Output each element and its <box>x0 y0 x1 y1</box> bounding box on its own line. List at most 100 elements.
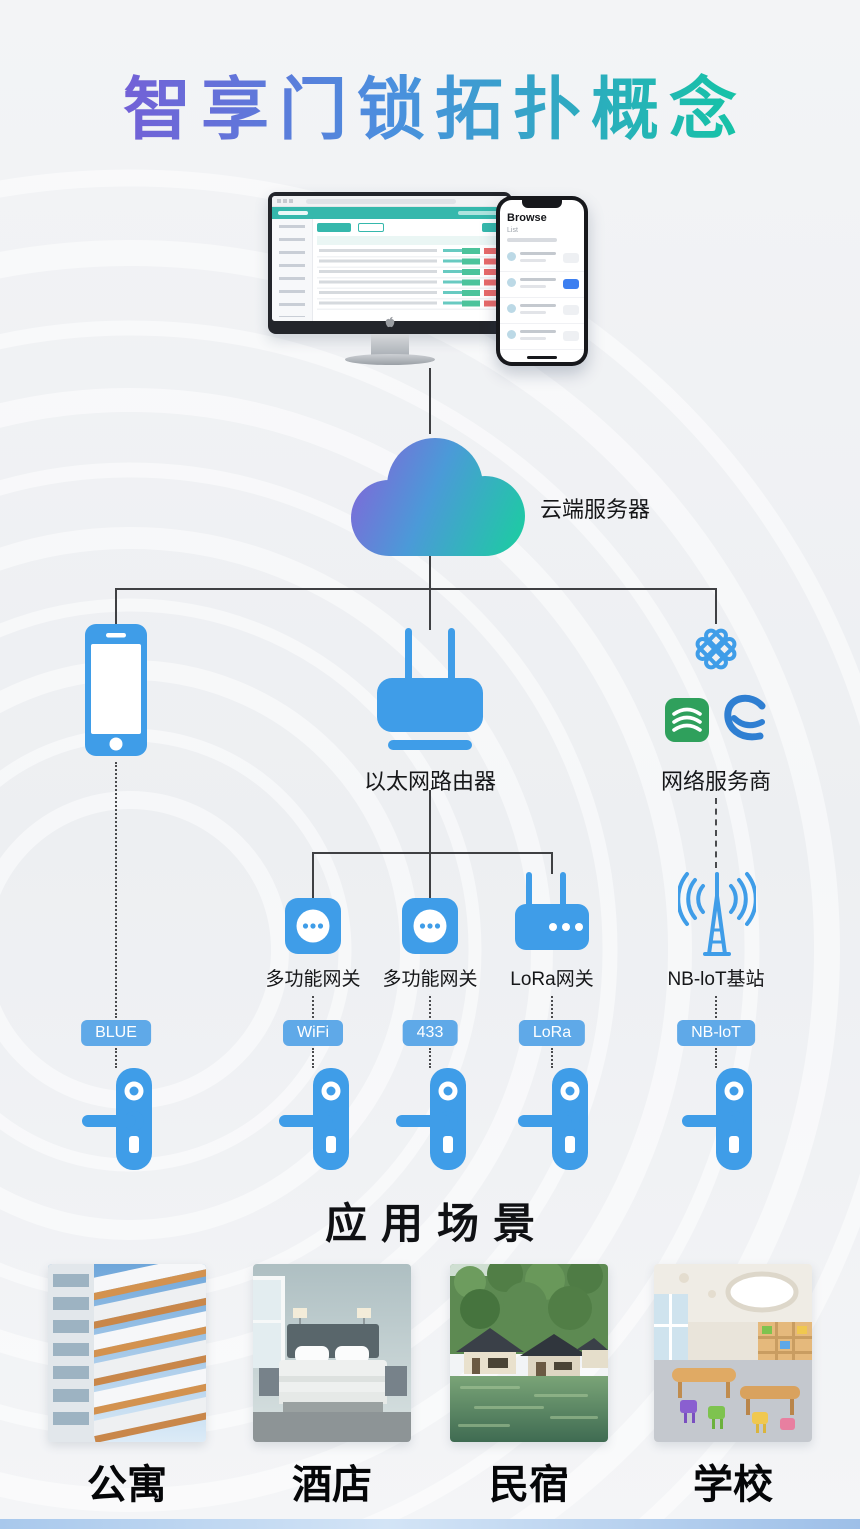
phone-frame: Browse List <box>496 196 588 366</box>
text-bar <box>520 337 546 340</box>
gateway2-label: 多功能网关 <box>382 969 478 990</box>
phone-screen: Browse List <box>500 200 584 362</box>
text-bar <box>520 252 556 255</box>
dashboard-main <box>313 219 508 321</box>
dashboard-toolbar <box>317 223 504 233</box>
multifunction-gateway-icon <box>285 898 341 954</box>
connector-router-branch <box>429 790 431 852</box>
table-text-column <box>319 249 437 311</box>
lora-gateway-label: LoRa网关 <box>510 969 594 990</box>
china-mobile-icon <box>664 696 710 744</box>
avatar <box>507 252 516 261</box>
list-item <box>500 298 584 324</box>
scenario-photo-hotel <box>253 1264 411 1442</box>
list-item <box>500 272 584 298</box>
date-bar <box>507 238 557 242</box>
connector-badge-lock4 <box>551 1048 553 1068</box>
footer-strip <box>0 1519 860 1529</box>
monitor-frame <box>268 192 512 334</box>
china-unicom-icon <box>689 622 743 676</box>
isp-label: 网络服务商 <box>660 769 772 794</box>
table-green-actions <box>462 248 480 311</box>
cloud-server-label: 云端服务器 <box>540 497 651 522</box>
protocol-badge-lora: LoRa <box>518 1020 586 1046</box>
text-bar <box>520 285 546 288</box>
connector-badge-lock5 <box>715 1048 717 1068</box>
scenario-label-homestay: 民宿 <box>489 1463 569 1507</box>
connector-phone-blue-badge <box>115 762 117 1018</box>
door-lock-icon <box>277 1068 349 1170</box>
dashboard-sidebar <box>272 219 313 321</box>
china-telecom-icon <box>722 694 768 746</box>
door-lock-icon <box>394 1068 466 1170</box>
toolbar-chip <box>358 223 385 232</box>
text-bar <box>520 259 546 262</box>
row-button <box>563 331 579 341</box>
connector-nbiot-badge <box>715 996 717 1018</box>
connector-branch-lora <box>551 852 553 874</box>
admin-dashboard-monitor <box>268 192 513 370</box>
gateway1-label: 多功能网关 <box>265 969 361 990</box>
connector-badge-lock2 <box>312 1048 314 1068</box>
router-label: 以太网路由器 <box>363 769 497 794</box>
monitor-stand-neck <box>371 334 409 356</box>
home-indicator <box>527 356 557 359</box>
protocol-badge-blue: BLUE <box>81 1020 151 1046</box>
avatar <box>507 304 516 313</box>
app-subtitle: List <box>507 227 518 234</box>
connector-bus-router <box>429 588 431 630</box>
connector-branch-gw2 <box>429 852 431 900</box>
connector-isp-nbiot <box>715 798 717 868</box>
smartphone-icon <box>85 624 147 756</box>
cloud-icon <box>333 430 529 562</box>
connector-bus-phone <box>115 588 117 626</box>
door-lock-icon <box>680 1068 752 1170</box>
table-header <box>317 236 504 245</box>
protocol-badge-433: 433 <box>402 1020 458 1046</box>
door-lock-icon <box>516 1068 588 1170</box>
monitor-screen <box>272 196 508 321</box>
connector-badge-lock3 <box>429 1048 431 1068</box>
toolbar-chip <box>317 223 351 232</box>
page-title: 智享门锁拓扑概念 <box>0 54 860 153</box>
protocol-badge-nbiot: NB-loT <box>677 1020 755 1046</box>
app-title: Browse <box>507 212 547 224</box>
nbiot-tower-icon <box>676 870 758 958</box>
scenarios-heading: 应用场景 <box>324 1200 549 1247</box>
table-rows <box>317 247 504 311</box>
connector-branch-bus <box>312 852 552 854</box>
connector-branch-gw1 <box>312 852 314 900</box>
avatar <box>507 278 516 287</box>
connector-monitor-cloud <box>429 368 431 434</box>
scenario-photo-school <box>654 1264 812 1442</box>
phone-notch <box>522 200 562 208</box>
row-button <box>563 279 579 289</box>
nbiot-station-label: NB-loT基站 <box>667 969 765 990</box>
dashboard-navbar <box>272 207 508 219</box>
lora-gateway-icon <box>515 872 589 956</box>
connector-lora-badge <box>551 996 553 1018</box>
multifunction-gateway-icon <box>402 898 458 954</box>
connector-gw1-badge <box>312 996 314 1018</box>
scenario-label-apartment: 公寓 <box>87 1463 167 1507</box>
protocol-badge-wifi: WiFi <box>283 1020 343 1046</box>
list-item <box>500 324 584 350</box>
scenario-photo-apartment <box>48 1264 206 1442</box>
row-button <box>563 253 579 263</box>
app-list <box>500 246 584 350</box>
browser-bar <box>272 196 508 207</box>
avatar <box>507 330 516 339</box>
connector-badge-lock1 <box>115 1048 117 1068</box>
connector-gw2-badge <box>429 996 431 1018</box>
scenario-photo-homestay <box>450 1264 608 1442</box>
apple-logo-icon <box>384 315 396 333</box>
scenario-label-school: 学校 <box>693 1463 773 1507</box>
list-item <box>500 246 584 272</box>
monitor-stand-base <box>345 354 435 365</box>
connector-cloud-bus <box>429 556 431 590</box>
toolbar-chip <box>482 223 504 232</box>
table-link-column <box>443 249 463 311</box>
phone-app-mockup: Browse List <box>496 196 588 366</box>
url-bar <box>306 198 456 204</box>
connector-bus-isp <box>715 588 717 624</box>
